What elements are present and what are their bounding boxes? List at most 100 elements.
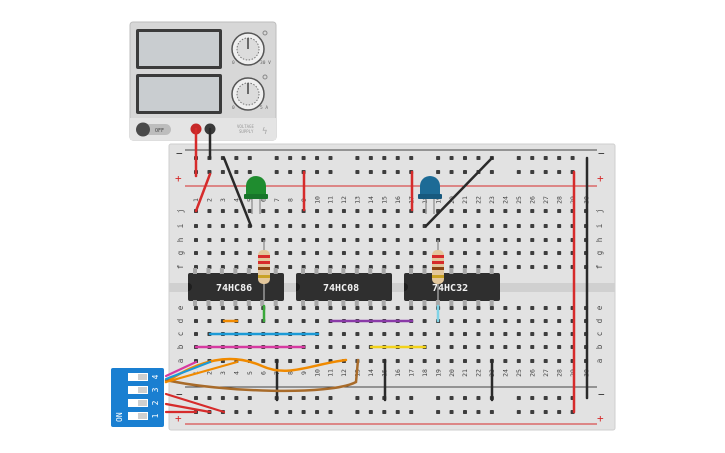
breadboard-hole[interactable] <box>463 251 467 255</box>
breadboard-hole[interactable] <box>220 238 225 242</box>
breadboard-hole[interactable] <box>530 359 535 363</box>
breadboard-hole[interactable] <box>543 332 548 336</box>
breadboard-hole[interactable] <box>368 332 373 336</box>
breadboard-hole[interactable] <box>422 306 427 310</box>
wire-black-2[interactable] <box>424 156 494 228</box>
breadboard-hole[interactable] <box>516 319 521 323</box>
breadboard-hole[interactable] <box>315 238 320 242</box>
breadboard-hole[interactable] <box>449 238 454 242</box>
breadboard-hole[interactable] <box>207 238 212 242</box>
breadboard-hole[interactable] <box>503 224 508 228</box>
breadboard-hole[interactable] <box>395 238 400 242</box>
breadboard-hole[interactable] <box>341 345 346 349</box>
rail-hole[interactable] <box>557 170 562 174</box>
rail-hole[interactable] <box>247 156 252 160</box>
breadboard-hole[interactable] <box>503 251 508 255</box>
breadboard-hole[interactable] <box>543 251 548 255</box>
breadboard-hole[interactable] <box>395 265 400 269</box>
rail-hole[interactable] <box>463 156 467 160</box>
breadboard-hole[interactable] <box>476 319 481 323</box>
breadboard-hole[interactable] <box>476 224 481 228</box>
power-supply[interactable]: 0 30 V 0 5 A OFF VOLTAGE SUPPLY ϟ <box>129 21 277 141</box>
wire-orange-curve[interactable] <box>164 357 348 384</box>
breadboard-hole[interactable] <box>328 332 333 336</box>
breadboard-hole[interactable] <box>409 306 414 310</box>
rail-hole[interactable] <box>328 156 333 160</box>
breadboard-hole[interactable] <box>382 224 387 228</box>
breadboard-hole[interactable] <box>543 224 548 228</box>
breadboard-hole[interactable] <box>382 238 387 242</box>
breadboard-hole[interactable] <box>476 359 481 363</box>
breadboard-hole[interactable] <box>301 359 306 363</box>
breadboard-hole[interactable] <box>207 224 212 228</box>
wire-black-1[interactable] <box>222 156 253 228</box>
breadboard-hole[interactable] <box>207 319 212 323</box>
breadboard-hole[interactable] <box>194 306 198 310</box>
breadboard-hole[interactable] <box>395 209 400 213</box>
breadboard-hole[interactable] <box>516 345 521 349</box>
rail-hole[interactable] <box>543 396 548 400</box>
breadboard-hole[interactable] <box>194 224 198 228</box>
breadboard-hole[interactable] <box>328 251 333 255</box>
breadboard-hole[interactable] <box>382 332 387 336</box>
breadboard-hole[interactable] <box>247 306 252 310</box>
rail-hole[interactable] <box>288 156 293 160</box>
rail-hole[interactable] <box>368 410 373 414</box>
breadboard-hole[interactable] <box>220 251 225 255</box>
breadboard-hole[interactable] <box>476 345 481 349</box>
breadboard-hole[interactable] <box>234 306 239 310</box>
rail-hole[interactable] <box>382 170 387 174</box>
breadboard-hole[interactable] <box>328 238 333 242</box>
breadboard-hole[interactable] <box>368 224 373 228</box>
rail-hole[interactable] <box>395 156 400 160</box>
wire-dip-blue[interactable] <box>164 360 212 381</box>
breadboard-hole[interactable] <box>516 265 521 269</box>
breadboard-hole[interactable] <box>543 359 548 363</box>
breadboard-hole[interactable] <box>341 224 346 228</box>
rail-hole[interactable] <box>463 170 467 174</box>
breadboard-hole[interactable] <box>463 224 467 228</box>
rail-hole[interactable] <box>328 396 333 400</box>
resistor-2[interactable] <box>432 240 444 300</box>
rail-hole[interactable] <box>516 396 521 400</box>
breadboard-hole[interactable] <box>194 238 198 242</box>
rail-hole[interactable] <box>247 170 252 174</box>
breadboard-hole[interactable] <box>449 332 454 336</box>
breadboard-hole[interactable] <box>463 238 467 242</box>
breadboard-hole[interactable] <box>543 238 548 242</box>
power-toggle[interactable]: OFF <box>136 122 171 137</box>
breadboard-hole[interactable] <box>382 251 387 255</box>
breadboard-hole[interactable] <box>315 306 320 310</box>
breadboard-hole[interactable] <box>557 209 562 213</box>
breadboard-hole[interactable] <box>301 238 306 242</box>
chip-74hc32[interactable]: 74HC32 <box>404 268 500 306</box>
rail-hole[interactable] <box>436 156 441 160</box>
breadboard-hole[interactable] <box>409 251 414 255</box>
rail-hole[interactable] <box>570 156 575 160</box>
chip-74hc08[interactable]: 74HC08 <box>296 268 392 306</box>
breadboard-hole[interactable] <box>530 332 535 336</box>
rail-hole[interactable] <box>315 410 320 414</box>
breadboard-hole[interactable] <box>220 224 225 228</box>
rail-hole[interactable] <box>234 170 239 174</box>
breadboard-hole[interactable] <box>557 238 562 242</box>
breadboard-hole[interactable] <box>234 224 239 228</box>
breadboard-hole[interactable] <box>341 306 346 310</box>
rail-hole[interactable] <box>489 170 494 174</box>
breadboard-hole[interactable] <box>422 359 427 363</box>
breadboard-hole[interactable] <box>463 359 467 363</box>
breadboard-hole[interactable] <box>409 238 414 242</box>
breadboard-hole[interactable] <box>530 306 535 310</box>
breadboard-hole[interactable] <box>449 345 454 349</box>
breadboard-hole[interactable] <box>207 251 212 255</box>
breadboard-hole[interactable] <box>261 359 266 363</box>
wire-dip-red-2[interactable] <box>164 402 212 414</box>
breadboard-hole[interactable] <box>395 251 400 255</box>
led-blue[interactable] <box>418 176 442 214</box>
rail-hole[interactable] <box>530 170 535 174</box>
breadboard-hole[interactable] <box>382 209 387 213</box>
breadboard-hole[interactable] <box>422 319 427 323</box>
rail-hole[interactable] <box>489 410 494 414</box>
wire-dip-red-1[interactable] <box>164 392 226 414</box>
